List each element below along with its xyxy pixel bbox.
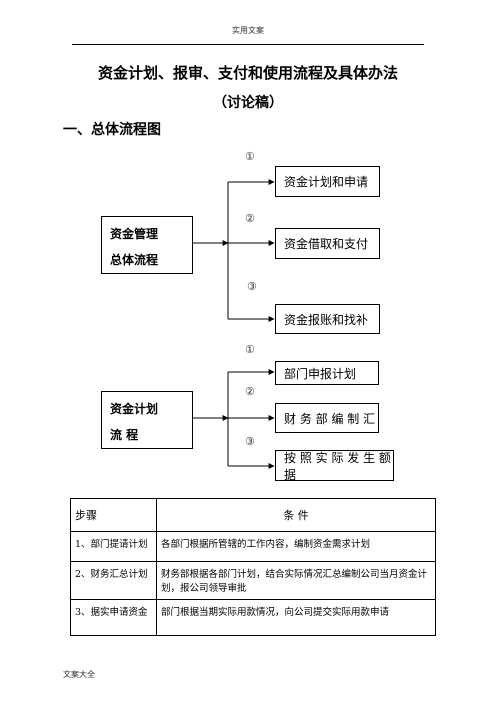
page-header: 实用文案 xyxy=(232,26,264,35)
flow1-step-box: 资金借取和支付 xyxy=(275,228,380,259)
table-header-row: 步骤 条 件 xyxy=(70,498,436,532)
document-title: 资金计划、报审、支付和使用流程及具体办法 xyxy=(97,64,398,82)
flow1-left-line2: 总体流程 xyxy=(110,253,159,267)
flow2-step-number: ③ xyxy=(245,435,255,448)
flow2-step-box: 按 照 实 际 发 生 额 据 xyxy=(275,450,394,482)
flow2-connectors xyxy=(193,369,275,469)
flow2-step-number: ① xyxy=(245,343,255,356)
flow1-step-number: ③ xyxy=(247,280,257,293)
flow1-step-box: 资金计划和申请 xyxy=(275,166,380,197)
flow2-step-number: ② xyxy=(245,385,255,398)
table-cell-step: 2、财务汇总计划 xyxy=(70,561,157,600)
flow1-left-line1: 资金管理 xyxy=(110,227,159,241)
table-cell-condition: 财务部根据各部门计划，结合实际情况汇总编制公司当月资金计划，报公司领导审批 xyxy=(156,561,436,600)
document-subtitle: （讨论稿） xyxy=(213,95,283,111)
table-row: 1、部门提请计划 各部门根据所管辖的工作内容，编制资金需求计划 xyxy=(70,531,436,562)
flow2-left-line2: 流 程 xyxy=(110,428,139,442)
table-cell-step: 3、据实申请资金 xyxy=(70,599,157,636)
flow1-step-box: 资金报账和找补 xyxy=(275,304,380,334)
table-row: 3、据实申请资金 部门根据当期实际用款情况，向公司提交实际用款申请 xyxy=(70,599,436,636)
flow2-step-box: 财 务 部 编 制 汇 xyxy=(275,403,379,433)
table-header-condition: 条 件 xyxy=(156,498,436,532)
flow2-left-line1: 资金计划 xyxy=(110,402,159,416)
table-row: 2、财务汇总计划 财务部根据各部门计划，结合实际情况汇总编制公司当月资金计划，报… xyxy=(70,561,436,600)
page-footer: 文案大全 xyxy=(63,670,95,679)
table-cell-condition: 各部门根据所管辖的工作内容，编制资金需求计划 xyxy=(156,531,436,562)
flow2-step-box: 部门申报计划 xyxy=(275,361,379,385)
section-heading: 一、总体流程图 xyxy=(63,122,161,138)
flow1-left-box: 资金管理 总体流程 xyxy=(101,216,193,274)
flow1-step-number: ① xyxy=(245,150,255,163)
table-cell-condition: 部门根据当期实际用款情况，向公司提交实际用款申请 xyxy=(156,599,436,636)
table-cell-step: 1、部门提请计划 xyxy=(70,531,157,562)
flow1-connectors xyxy=(193,179,275,322)
flow2-left-box: 资金计划 流 程 xyxy=(101,391,193,449)
table-header-step: 步骤 xyxy=(70,498,157,532)
header-divider xyxy=(72,44,424,45)
flow1-step-number: ② xyxy=(245,212,255,225)
steps-table: 步骤 条 件 1、部门提请计划 各部门根据所管辖的工作内容，编制资金需求计划 2… xyxy=(70,498,436,636)
